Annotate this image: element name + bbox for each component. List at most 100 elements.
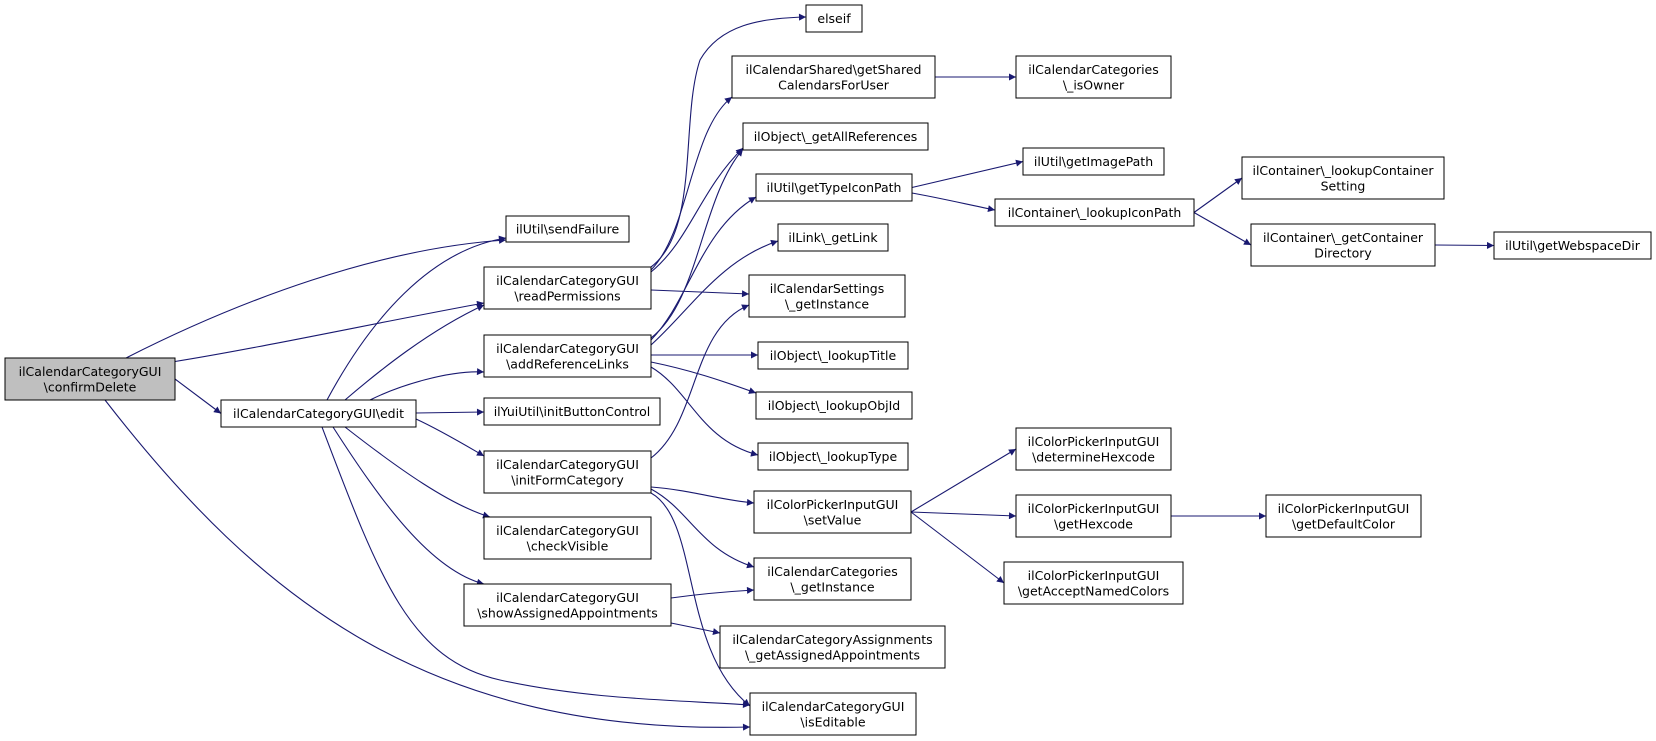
node-categoriesGetInstance[interactable]: ilCalendarCategories\_getInstance <box>753 557 912 601</box>
edge-addReferenceLinks-to-getAllReferences <box>650 148 744 339</box>
node-label: ilCalendarCategoryGUI <box>496 457 639 472</box>
node-lookupTitle[interactable]: ilObject\_lookupTitle <box>757 341 909 370</box>
node-label: \determineHexcode <box>1032 449 1155 464</box>
node-box[interactable] <box>719 625 946 669</box>
node-box[interactable] <box>483 397 661 426</box>
node-box[interactable] <box>1003 561 1184 605</box>
node-box[interactable] <box>748 274 906 318</box>
node-box[interactable] <box>753 490 912 534</box>
edge-readPermissions-to-getSharedCalendarsForUser <box>650 96 733 271</box>
node-box[interactable] <box>220 399 417 428</box>
edge-confirmDelete-to-sendFailure <box>125 236 507 359</box>
node-box[interactable] <box>777 223 889 252</box>
edge-edit-to-showAssignedAppointments <box>332 426 485 586</box>
node-settingsGetInstance[interactable]: ilCalendarSettings\_getInstance <box>748 274 906 318</box>
node-readPermissions[interactable]: ilCalendarCategoryGUI\readPermissions <box>483 266 652 310</box>
edge-addReferenceLinks-to-lookupType <box>650 366 759 457</box>
node-box[interactable] <box>463 583 672 627</box>
node-label: Directory <box>1314 245 1372 260</box>
node-getAssignedAppointments[interactable]: ilCalendarCategoryAssignments\_getAssign… <box>719 625 946 669</box>
edge-addReferenceLinks-to-lookupObjId <box>650 361 757 394</box>
node-label: ilCalendarCategories <box>767 564 898 579</box>
node-determineHexcode[interactable]: ilColorPickerInputGUI\determineHexcode <box>1015 427 1172 471</box>
node-box[interactable] <box>1022 147 1165 176</box>
node-label: ilCalendarCategoryGUI <box>496 341 639 356</box>
edge-initFormCategory-to-settingsGetInstance <box>650 304 750 459</box>
edge-getTypeIconPath-to-getImagePath <box>911 159 1024 189</box>
edge-initFormCategory-to-setValue <box>650 486 755 506</box>
node-label: ilCalendarCategoryAssignments <box>732 632 932 647</box>
node-box[interactable] <box>749 692 917 736</box>
edge-edit-to-readPermissions <box>344 304 485 401</box>
node-getAcceptNamedColors[interactable]: ilColorPickerInputGUI\getAcceptNamedColo… <box>1003 561 1184 605</box>
node-box[interactable] <box>731 55 936 99</box>
node-box[interactable] <box>757 341 909 370</box>
node-label: ilCalendarCategoryGUI <box>496 273 639 288</box>
node-box[interactable] <box>1265 494 1422 538</box>
node-confirmDelete[interactable]: ilCalendarCategoryGUI\confirmDelete <box>4 357 176 401</box>
node-lookupIconPath[interactable]: ilContainer\_lookupIconPath <box>994 198 1195 227</box>
node-box[interactable] <box>805 4 863 33</box>
edge-confirmDelete-to-isEditable <box>104 399 751 731</box>
node-sendFailure[interactable]: ilUtil\sendFailure <box>505 215 630 243</box>
node-box[interactable] <box>1015 494 1172 538</box>
node-getHexcode[interactable]: ilColorPickerInputGUI\getHexcode <box>1015 494 1172 538</box>
node-box[interactable] <box>4 357 176 401</box>
node-box[interactable] <box>757 442 909 471</box>
node-getWebspaceDir[interactable]: ilUtil\getWebspaceDir <box>1493 231 1652 260</box>
nodes-layer: ilCalendarCategoryGUI\confirmDelete ilCal… <box>4 4 1652 736</box>
node-label: \_getAssignedAppointments <box>745 647 920 662</box>
node-setValue[interactable]: ilColorPickerInputGUI\setValue <box>753 490 912 534</box>
node-box[interactable] <box>753 557 912 601</box>
node-label: \_getInstance <box>790 579 874 594</box>
node-box[interactable] <box>483 334 652 378</box>
node-initFormCategory[interactable]: ilCalendarCategoryGUI\initFormCategory <box>483 450 652 494</box>
node-box[interactable] <box>1250 223 1436 267</box>
node-box[interactable] <box>483 450 652 494</box>
node-label: ilCalendarCategoryGUI\edit <box>233 406 404 421</box>
node-box[interactable] <box>1493 231 1652 260</box>
node-box[interactable] <box>755 173 913 202</box>
edge-addReferenceLinks-to-getTypeIconPath <box>650 196 757 341</box>
node-lookupObjId[interactable]: ilObject\_lookupObjId <box>755 391 913 420</box>
edge-edit-to-initButtonControl <box>415 408 485 416</box>
edge-getContainerDirectory-to-getWebspaceDir <box>1434 241 1495 249</box>
node-label: ilColorPickerInputGUI <box>1028 501 1160 516</box>
node-box[interactable] <box>1015 55 1172 99</box>
node-box[interactable] <box>483 516 652 560</box>
node-addReferenceLinks[interactable]: ilCalendarCategoryGUI\addReferenceLinks <box>483 334 652 378</box>
node-edit[interactable]: ilCalendarCategoryGUI\edit <box>220 399 417 428</box>
node-label: \isEditable <box>800 714 865 729</box>
node-getAllReferences[interactable]: ilObject\_getAllReferences <box>742 122 929 151</box>
node-label: ilYuiUtil\initButtonControl <box>494 404 651 419</box>
node-getTypeIconPath[interactable]: ilUtil\getTypeIconPath <box>755 173 913 202</box>
node-box[interactable] <box>742 122 929 151</box>
node-getSharedCalendarsForUser[interactable]: ilCalendarShared\getSharedCalendarsForUs… <box>731 55 936 99</box>
node-isOwner[interactable]: ilCalendarCategories\_isOwner <box>1015 55 1172 99</box>
node-showAssignedAppointments[interactable]: ilCalendarCategoryGUI\showAssignedAppoin… <box>463 583 672 627</box>
node-getLink[interactable]: ilLink\_getLink <box>777 223 889 252</box>
node-checkVisible[interactable]: ilCalendarCategoryGUI\checkVisible <box>483 516 652 560</box>
node-getImagePath[interactable]: ilUtil\getImagePath <box>1022 147 1165 176</box>
node-label: ilUtil\getWebspaceDir <box>1505 238 1641 253</box>
node-box[interactable] <box>1015 427 1172 471</box>
node-initButtonControl[interactable]: ilYuiUtil\initButtonControl <box>483 397 661 426</box>
node-box[interactable] <box>994 198 1195 227</box>
node-label: ilCalendarCategories <box>1028 62 1159 77</box>
node-box[interactable] <box>755 391 913 420</box>
node-label: ilObject\_getAllReferences <box>754 129 918 144</box>
node-box[interactable] <box>483 266 652 310</box>
node-getDefaultColor[interactable]: ilColorPickerInputGUI\getDefaultColor <box>1265 494 1422 538</box>
node-elseif[interactable]: elseif <box>805 4 863 33</box>
node-label: \setValue <box>804 512 862 527</box>
edge-edit-to-addReferenceLinks <box>369 368 485 401</box>
node-lookupType[interactable]: ilObject\_lookupType <box>757 442 909 471</box>
node-label: ilObject\_lookupObjId <box>768 398 900 413</box>
node-box[interactable] <box>1241 156 1445 200</box>
node-isEditable[interactable]: ilCalendarCategoryGUI\isEditable <box>749 692 917 736</box>
node-label: ilLink\_getLink <box>788 230 878 245</box>
node-box[interactable] <box>505 215 630 243</box>
